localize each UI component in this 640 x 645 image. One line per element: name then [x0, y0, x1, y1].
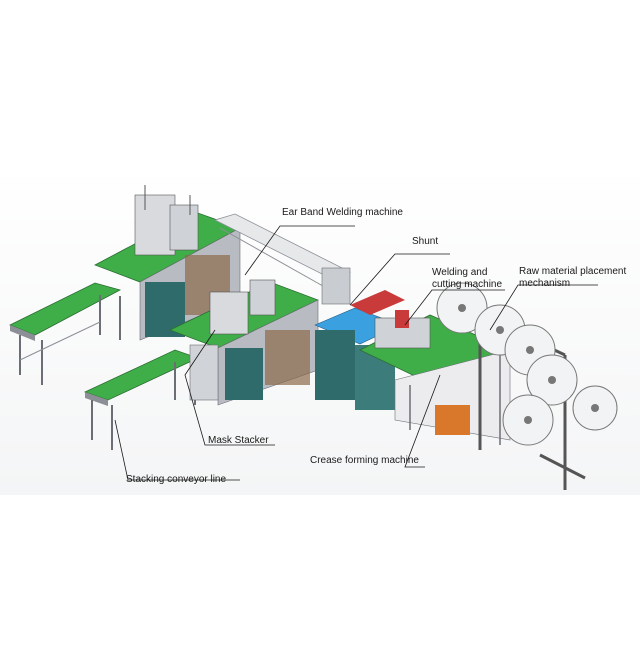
transfer-rail	[213, 213, 352, 305]
label-welding-2: cutting machine	[432, 279, 503, 290]
label-crease: Crease forming machine	[310, 455, 419, 466]
label-stacking: Stacking conveyor line	[126, 474, 227, 485]
upper-stacking-conveyor	[9, 282, 122, 385]
label-ear-band: Ear Band Welding machine	[282, 207, 403, 218]
label-raw-2: mechanism	[519, 278, 571, 289]
label-welding-1: Welding and	[432, 267, 488, 278]
label-shunt: Shunt	[412, 236, 439, 247]
label-mask-stacker: Mask Stacker	[208, 435, 269, 446]
leader-lines	[114, 225, 598, 481]
raw-material-mechanism	[436, 282, 618, 490]
lower-ear-band-machine	[168, 279, 320, 406]
label-raw-1: Raw material placement	[519, 266, 627, 277]
